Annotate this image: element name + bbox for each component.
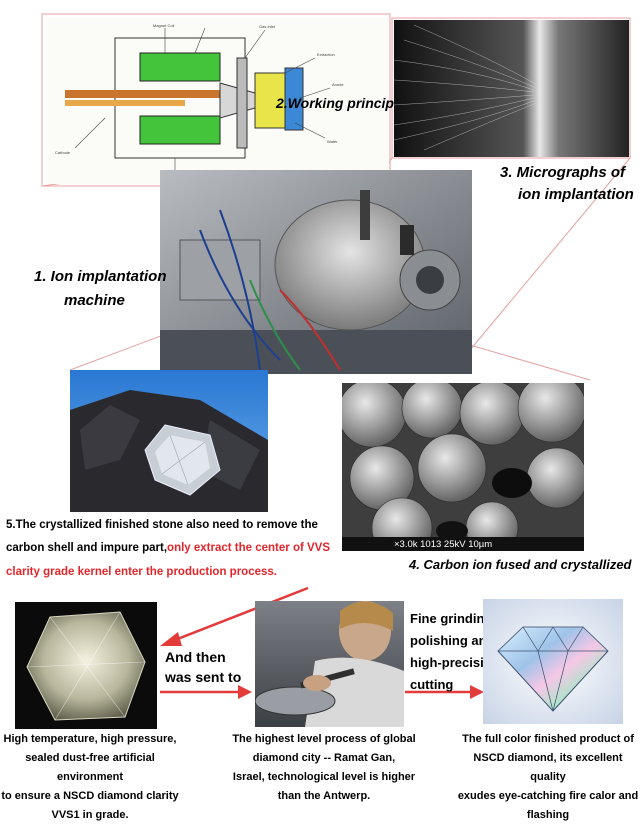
- arrow-to-cutting: [160, 685, 252, 699]
- machine-label-line1: 1. Ion implantation: [34, 268, 167, 285]
- step5-line2-red: only extract the center of VVS: [167, 542, 331, 554]
- and-then-label-line2: was sent to: [165, 669, 242, 685]
- step5-line2: carbon shell and impure part,only extrac…: [6, 537, 330, 560]
- caption-middle-line: The highest level process of global: [232, 733, 416, 745]
- svg-text:Extraction: Extraction: [317, 52, 335, 57]
- svg-text:Magnet Coil: Magnet Coil: [153, 23, 174, 28]
- ion-implantation-machine-photo: [160, 170, 472, 374]
- caption-middle-line: than the Antwerp.: [277, 790, 371, 802]
- arrow-to-rough-kernel: [160, 586, 309, 646]
- and-then-label-line1: And then: [165, 649, 226, 665]
- fine-grinding-line3: high-precision: [410, 655, 500, 670]
- svg-text:Cathode: Cathode: [55, 150, 71, 155]
- arrow-to-finished-diamond: [405, 685, 484, 699]
- sem-scale-bar: ×3.0k 1013 25kV 10µm: [394, 539, 492, 550]
- fine-grinding-line1: Fine grinding,: [410, 611, 496, 626]
- working-principle-label: 2.Working principle: [276, 95, 406, 111]
- caption-left: High temperature, high pressure, sealed …: [0, 730, 180, 825]
- diamond-cutting-photo: [255, 601, 404, 727]
- svg-text:Anode: Anode: [332, 82, 344, 87]
- micrographs-label-line2: ion implantation: [518, 186, 634, 203]
- flow-arrows: [160, 586, 484, 699]
- diamond-kernel-photo: [15, 602, 157, 729]
- caption-left-line: to ensure a NSCD diamond clarity: [1, 790, 179, 802]
- machine-label-line2: machine: [64, 292, 125, 309]
- ion-implantation-micrograph: [394, 20, 629, 157]
- caption-right: The full color finished product of NSCD …: [456, 730, 640, 825]
- step5-line1: 5.The crystallized finished stone also n…: [6, 519, 318, 531]
- step5-line3: clarity grade kernel enter the productio…: [6, 566, 277, 578]
- rough-diamond-photo: [70, 370, 268, 512]
- micrographs-label-line1: 3. Micrographs of: [500, 164, 626, 181]
- caption-right-line: The full color finished product of: [462, 733, 634, 745]
- caption-middle-line: Israel, technological level is higher: [232, 771, 416, 783]
- carbon-crystal-micrograph: ×3.0k 1013 25kV 10µm: [342, 383, 584, 551]
- caption-left-line: VVS1 in grade.: [51, 809, 129, 821]
- carbon-fused-label: 4. Carbon ion fused and crystallized: [409, 557, 632, 572]
- caption-middle: The highest level process of global diam…: [224, 730, 424, 806]
- caption-right-line: flashing: [526, 809, 570, 821]
- finished-diamond-photo: [483, 599, 623, 724]
- caption-left-line: High temperature, high pressure,: [3, 733, 177, 745]
- svg-text:Water: Water: [327, 139, 338, 144]
- fine-grinding-line2: polishing and: [410, 633, 495, 648]
- svg-text:Gas Inlet: Gas Inlet: [259, 24, 276, 29]
- fine-grinding-line4: cutting: [410, 677, 454, 692]
- caption-right-line: NSCD diamond, its excellent quality: [473, 752, 623, 783]
- step5-line2-black: carbon shell and impure part,: [6, 542, 168, 554]
- caption-middle-line: diamond city -- Ramat Gan,: [252, 752, 396, 764]
- caption-left-line: sealed dust-free artificial environment: [25, 752, 155, 783]
- caption-right-line: exudes eye-catching fire calor and: [457, 790, 639, 802]
